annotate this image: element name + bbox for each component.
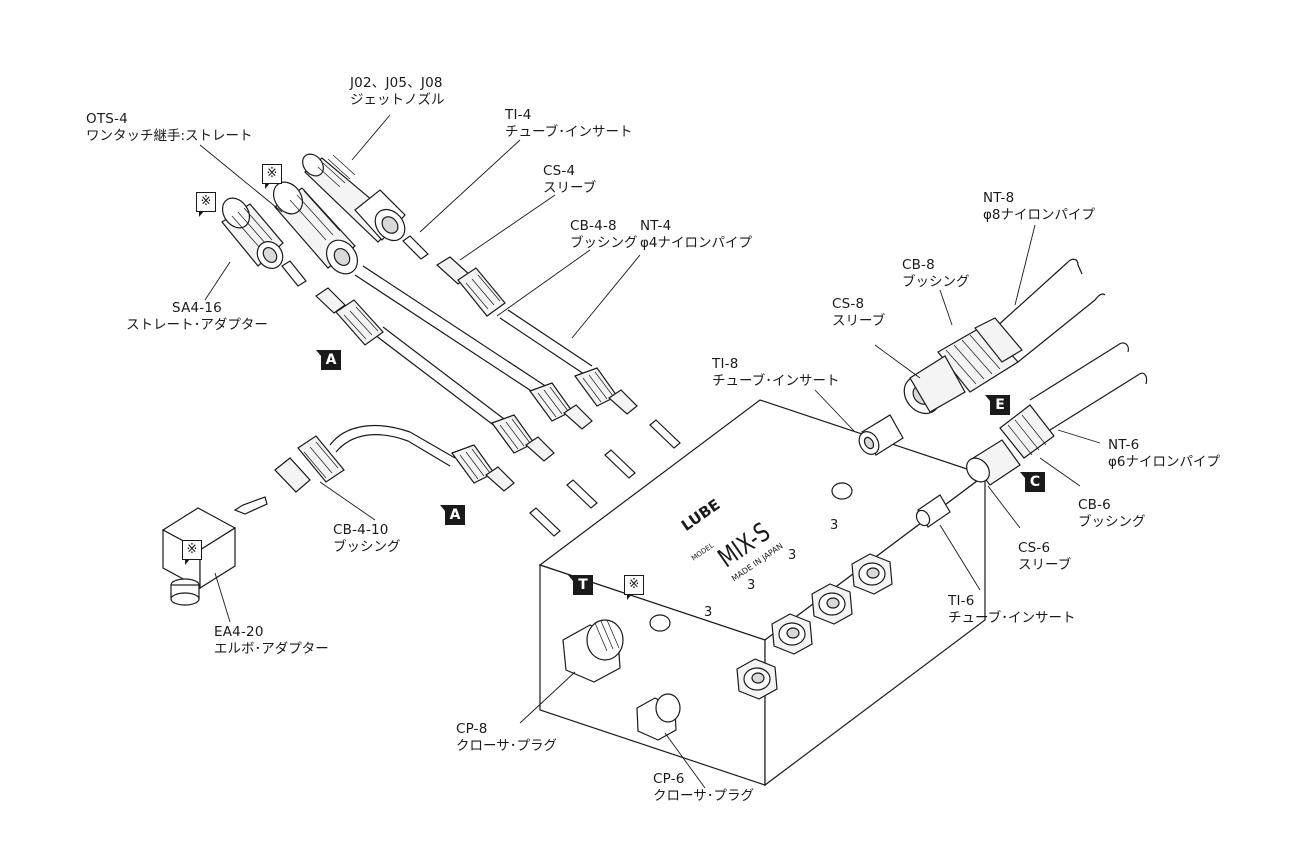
block-port-number-4: 3: [830, 518, 839, 533]
label-ea420-jp: エルボ･アダプター: [214, 641, 329, 657]
outlet-fittings: [736, 553, 893, 700]
label-sa416-code: SA4-16: [172, 300, 222, 316]
closure-plug-cp8: [562, 619, 624, 683]
label-sa416-jp: ストレート･アダプター: [126, 317, 268, 333]
label-cb48-code: CB-4-8: [570, 218, 617, 234]
label-j02-jp: ジェットノズル: [350, 92, 445, 108]
note-marker-1: ※: [262, 164, 282, 189]
label-ti6-code: TI-6: [948, 593, 975, 609]
label-nt8: NT-8 φ8ナイロンパイプ: [983, 190, 1095, 224]
block-port-number-1: 3: [704, 605, 713, 620]
label-cb8-code: CB-8: [902, 257, 935, 273]
one-touch-fitting-ots-4: [272, 181, 359, 275]
block-port-number-3: 3: [788, 548, 797, 563]
closure-plug-cp6: [636, 693, 681, 741]
label-cs4-code: CS-4: [543, 163, 576, 179]
label-cb6-code: CB-6: [1078, 497, 1111, 513]
label-nt4: NT-4 φ4ナイロンパイプ: [640, 218, 752, 252]
bushing-cb-4-10: [274, 435, 345, 493]
leader-lines: [199, 114, 1101, 789]
label-cs4-jp: スリーブ: [543, 180, 597, 196]
tube-insert-small-1: [281, 260, 307, 287]
note-marker-4: ※: [182, 540, 202, 565]
tube-insert-ti-6: [915, 494, 951, 528]
tag-t: T: [568, 575, 593, 595]
label-nt8-jp: φ8ナイロンパイプ: [983, 207, 1095, 223]
label-cp6: CP-6 クローサ･プラグ: [653, 771, 754, 805]
label-cb8: CB-8 ブッシング: [902, 257, 970, 291]
tube-insert-small-2: [233, 496, 268, 515]
nylon-tube-nt-6-assembly: [966, 342, 1148, 486]
label-j02-code: J02、J05、J08: [350, 75, 443, 91]
label-cb6: CB-6 ブッシング: [1078, 497, 1146, 531]
label-cs6: CS-6 スリーブ: [1018, 540, 1071, 574]
label-nt8-code: NT-8: [983, 190, 1015, 206]
tag-c: C: [1020, 472, 1045, 492]
label-cs6-jp: スリーブ: [1018, 557, 1072, 573]
label-ti4: TI-4 チューブ･インサート: [505, 107, 632, 141]
label-cs4: CS-4 スリーブ: [543, 163, 596, 197]
label-ti8-code: TI-8: [712, 356, 739, 372]
label-ti8: TI-8 チューブ･インサート: [712, 356, 839, 390]
label-ti4-code: TI-4: [505, 107, 532, 123]
tag-a-lower: A: [440, 505, 465, 525]
tag-e: E: [985, 395, 1010, 415]
label-cb6-jp: ブッシング: [1078, 514, 1146, 530]
label-ea420-code: EA4-20: [214, 624, 264, 640]
tube-insert-ti-8: [858, 414, 904, 456]
bushing-cb-4-8-chain: [436, 256, 506, 317]
label-cp8-code: CP-8: [456, 721, 488, 737]
small-tube-inserts: [529, 419, 681, 537]
label-ots4-code: OTS-4: [86, 111, 128, 127]
label-sa416: SA4-16 ストレート･アダプター: [112, 300, 282, 334]
label-cb410-jp: ブッシング: [333, 539, 401, 555]
label-ots4: OTS-4 ワンタッチ継手:ストレート: [86, 111, 253, 145]
label-cs8-code: CS-8: [832, 296, 865, 312]
note-marker-2: ※: [196, 192, 216, 217]
label-ti6-jp: チューブ･インサート: [948, 610, 1076, 626]
label-ea420: EA4-20 エルボ･アダプター: [214, 624, 329, 658]
label-nt6-jp: φ6ナイロンパイプ: [1108, 454, 1220, 470]
tag-a-upper: A: [316, 350, 341, 370]
label-cs8: CS-8 スリーブ: [832, 296, 885, 330]
label-cp6-code: CP-6: [653, 771, 685, 787]
label-cs8-jp: スリーブ: [832, 313, 886, 329]
label-ti8-jp: チューブ･インサート: [712, 373, 840, 389]
label-cs6-code: CS-6: [1018, 540, 1051, 556]
label-cb8-jp: ブッシング: [902, 274, 970, 290]
left-fitting-chain: [315, 287, 384, 346]
label-cb410-code: CB-4-10: [333, 522, 389, 538]
label-cp8-jp: クローサ･プラグ: [456, 738, 557, 754]
label-cb410: CB-4-10 ブッシング: [333, 522, 401, 556]
nylon-tubes-nt-4: [329, 265, 593, 467]
tube-end-fittings: [451, 367, 638, 492]
label-nt4-jp: φ4ナイロンパイプ: [640, 235, 752, 251]
label-cb48-jp: ブッシング: [570, 235, 638, 251]
label-nt6-code: NT-6: [1108, 437, 1140, 453]
jet-nozzle-j02: [302, 153, 406, 243]
straight-adapter-sa4-16: [221, 197, 284, 269]
label-ti4-jp: チューブ･インサート: [505, 124, 633, 140]
block-port-number-2: 3: [747, 578, 756, 593]
label-cb48: CB-4-8 ブッシング: [570, 218, 638, 252]
nylon-tube-nt-8-assembly: [903, 258, 1106, 415]
label-cp8: CP-8 クローサ･プラグ: [456, 721, 557, 755]
label-cp6-jp: クローサ･プラグ: [653, 788, 754, 804]
manifold-block: [538, 399, 987, 787]
note-marker-3: ※: [624, 575, 644, 600]
tube-insert-ti-4: [402, 235, 429, 260]
label-nt4-code: NT-4: [640, 218, 672, 234]
label-nt6: NT-6 φ6ナイロンパイプ: [1108, 437, 1220, 471]
label-ti6: TI-6 チューブ･インサート: [948, 593, 1075, 627]
label-j02: J02、J05、J08 ジェットノズル: [350, 75, 445, 109]
label-ots4-jp: ワンタッチ継手:ストレート: [86, 128, 253, 144]
